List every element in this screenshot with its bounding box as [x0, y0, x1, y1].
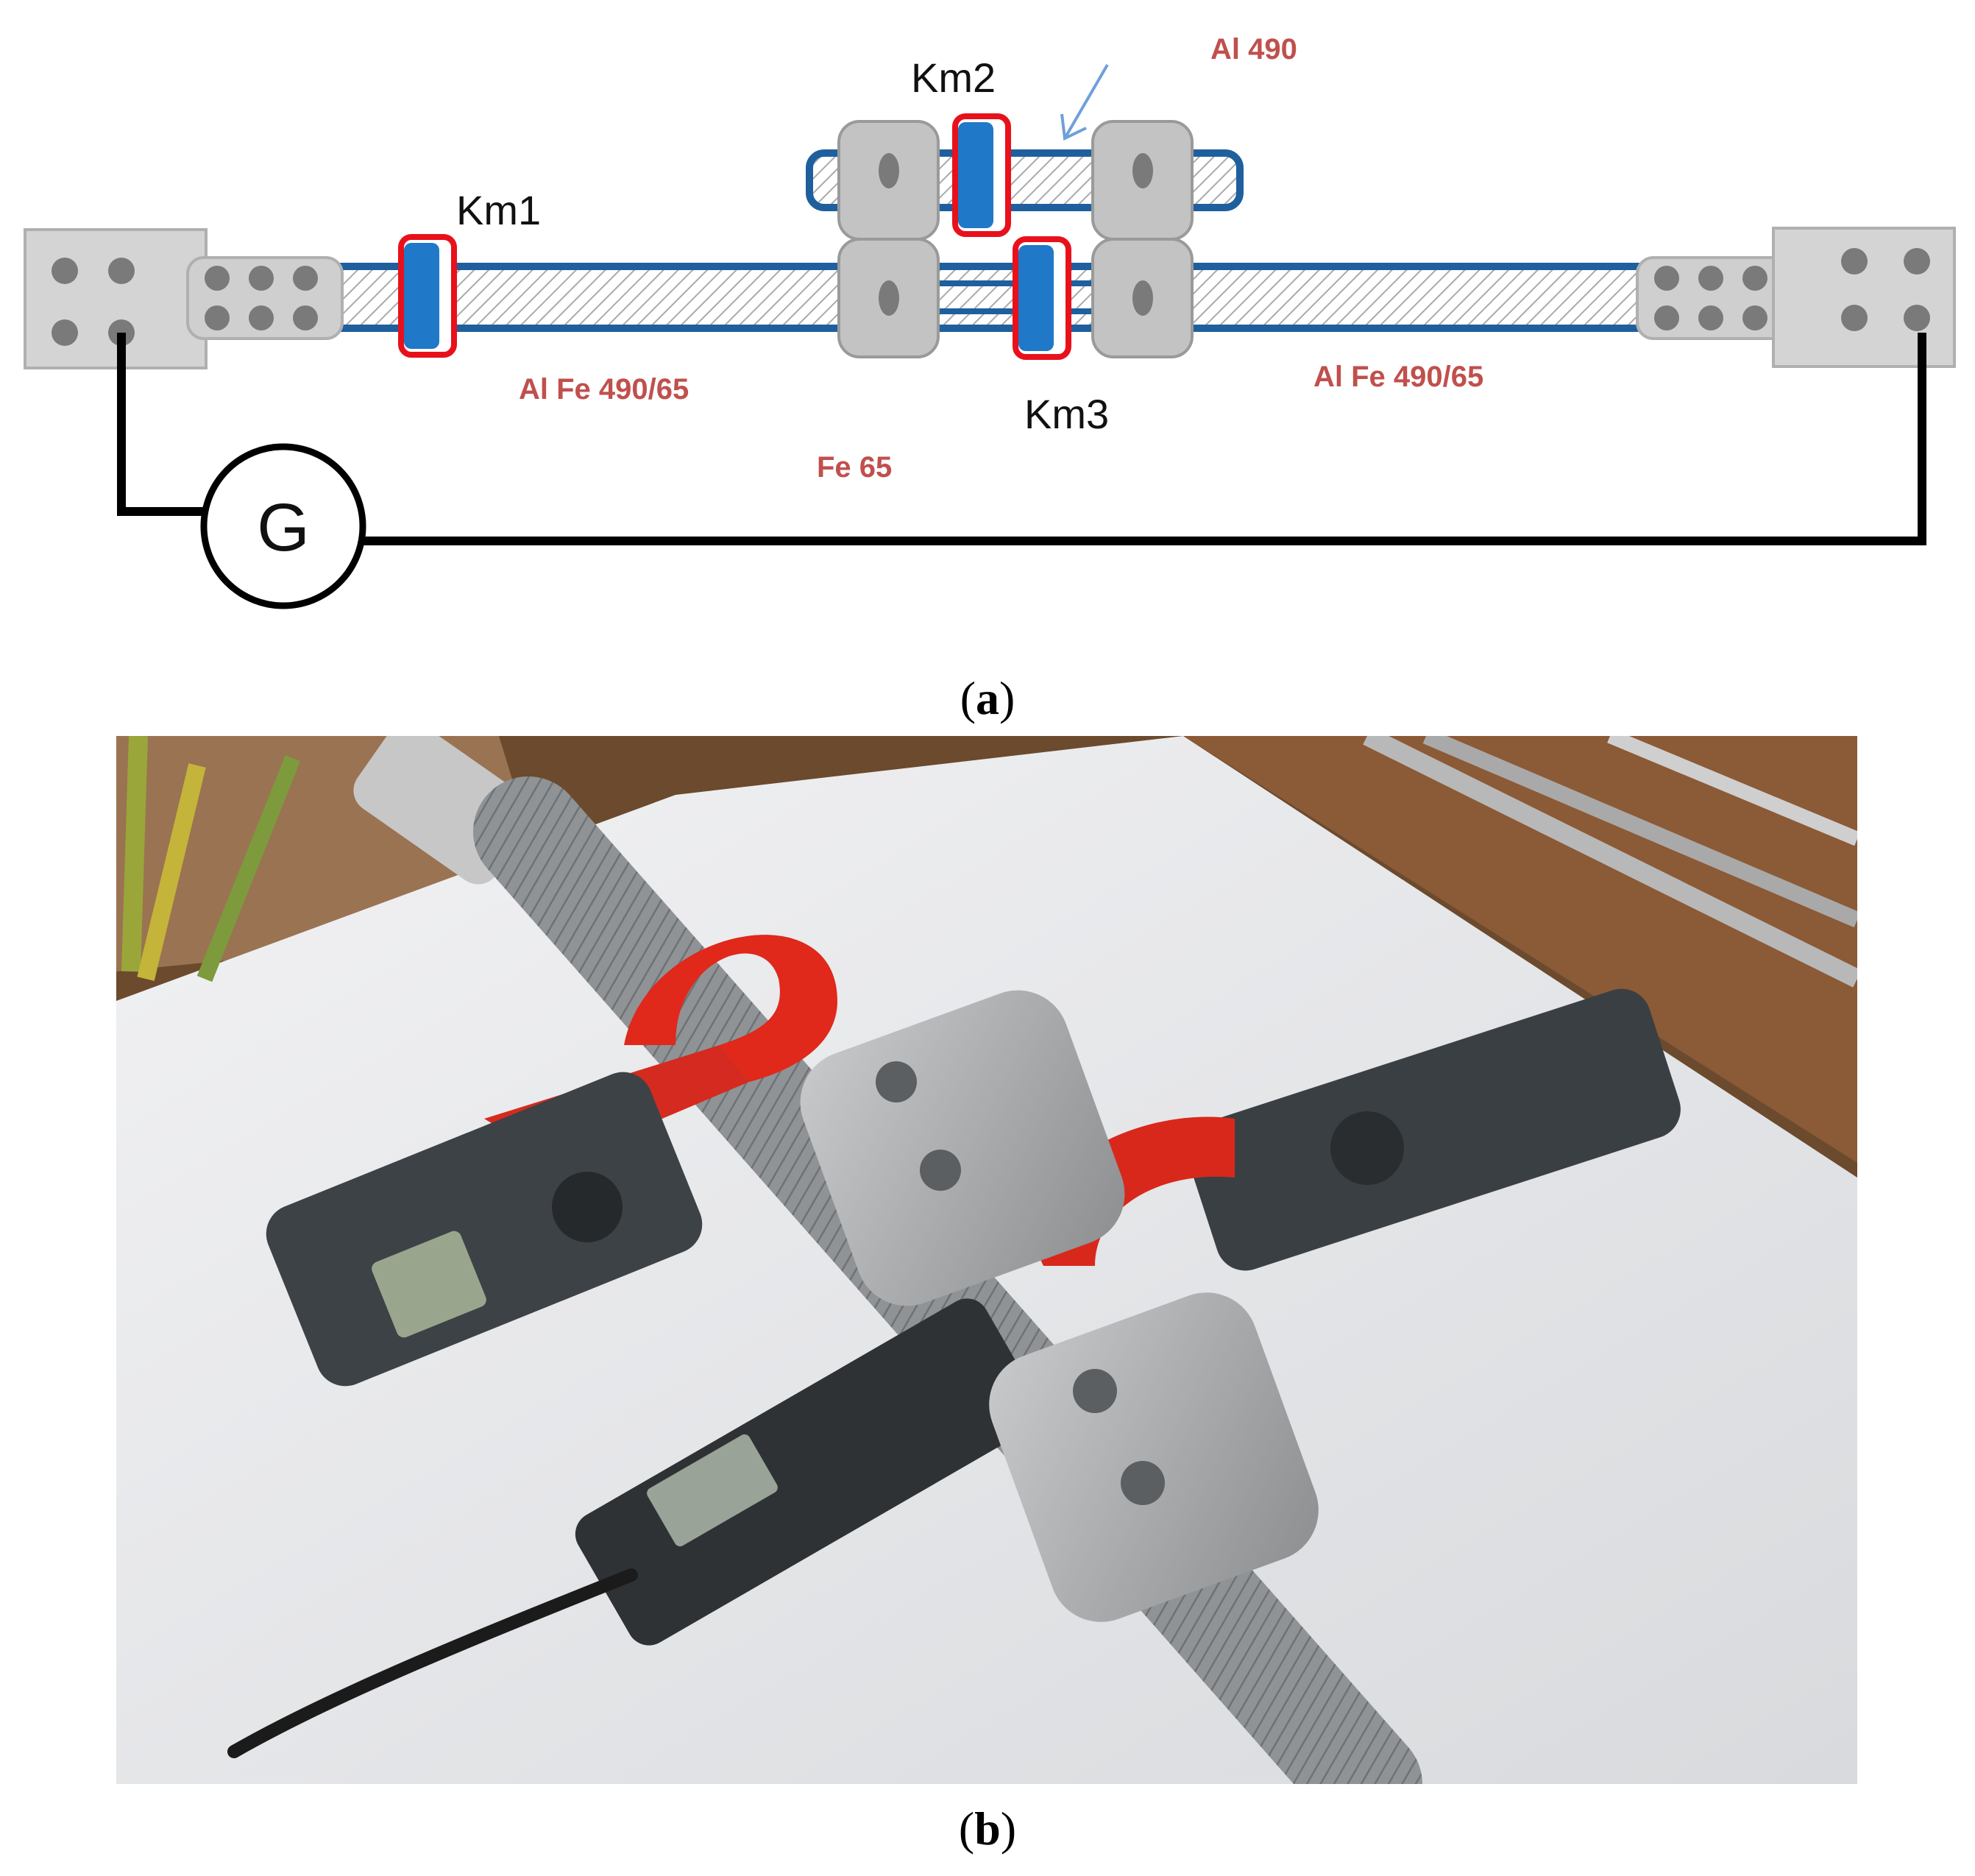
green-yellow-wire-1: [121, 736, 148, 972]
clamp-meter-km3: [1013, 236, 1071, 360]
label-fe65: Fe 65: [817, 451, 892, 484]
label-al490: Al 490: [1210, 33, 1297, 66]
clamp-meter-lower: [227, 1298, 1041, 1758]
label-alfe-right: Al Fe 490/65: [1313, 361, 1483, 393]
photo-clamp-meters-on-cable: [116, 736, 1857, 1784]
clamp-meter-km2: [952, 113, 1011, 237]
generator-circuit: G: [117, 333, 1926, 609]
parallel-clamp-lower: [989, 1292, 1319, 1622]
schematic-diagram: G Km1 Km2 Km3 Al 490 Al Fe 490/65 Al Fe …: [24, 33, 1956, 609]
label-km1: Km1: [456, 187, 541, 233]
background-rod-3: [1607, 736, 1857, 846]
background-rod-1: [1363, 736, 1857, 988]
clamp-meter-left: [266, 935, 837, 1387]
parallel-clamp-upper: [800, 990, 1125, 1306]
generator-symbol: [200, 443, 366, 609]
green-yellow-wire-2: [137, 763, 206, 981]
arrow-icon: [1060, 63, 1109, 141]
caption-a: (a): [960, 672, 1015, 724]
right-parallel-clamp: [1091, 120, 1194, 358]
generator-label: G: [257, 490, 310, 565]
left-parallel-clamp: [837, 120, 940, 358]
label-alfe-left: Al Fe 490/65: [519, 373, 689, 406]
background-rod-2: [1422, 736, 1857, 928]
right-terminal-block: [1636, 227, 1956, 368]
label-km3: Km3: [1024, 391, 1109, 437]
left-terminal-block: [24, 228, 344, 369]
caption-b: (b): [958, 1802, 1017, 1855]
clamp-meter-km1: [398, 234, 457, 358]
label-km2: Km2: [911, 54, 996, 101]
green-yellow-wire-3: [196, 754, 301, 983]
